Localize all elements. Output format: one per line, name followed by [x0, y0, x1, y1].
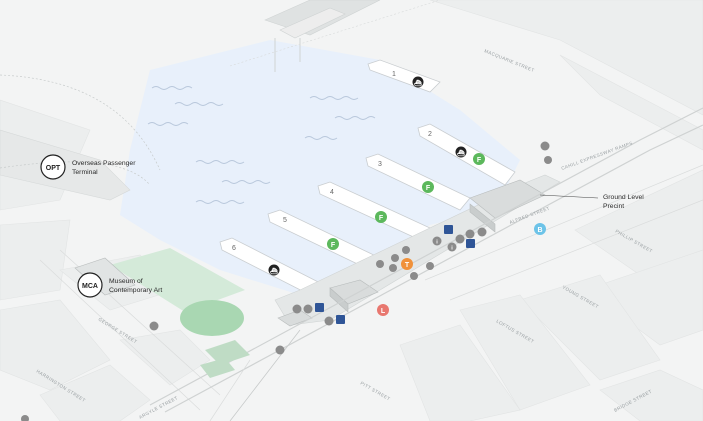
precinct-label: Ground Level Precint	[539, 194, 644, 210]
precinct-line1: Ground Level	[603, 194, 644, 201]
wharf-number-1: 1	[392, 71, 396, 78]
svg-text:F: F	[477, 157, 482, 164]
info-icon	[447, 242, 457, 252]
svg-text:⛴: ⛴	[270, 267, 278, 275]
facility-icon	[275, 345, 285, 355]
boat-icon	[455, 146, 467, 158]
info-icon	[432, 236, 442, 246]
facility-icon	[402, 246, 410, 254]
train-badge	[401, 258, 413, 270]
quay-buildings	[277, 179, 546, 327]
ferry-badge	[473, 153, 485, 165]
mca-landmark[interactable]: MCA Museum of Contemporary Art	[77, 272, 162, 298]
light-rail-badge	[377, 304, 389, 316]
svg-text:B: B	[537, 227, 542, 234]
facility-icon	[410, 272, 418, 280]
svg-text:F: F	[426, 185, 431, 192]
roads	[39, 107, 703, 421]
facility-icons: i i	[21, 141, 552, 421]
facility-icon	[391, 254, 399, 262]
precinct-line2: Precint	[603, 203, 624, 210]
mca-label-line1: Museum of	[109, 278, 143, 285]
ferry-badges[interactable]: F F F F	[327, 153, 485, 250]
svg-text:i: i	[436, 240, 438, 246]
ferry-badge	[375, 211, 387, 223]
bus-badge	[534, 223, 546, 235]
accessible-icons	[315, 225, 475, 324]
facility-icon	[540, 141, 550, 151]
street-macquarie: MACQUARIE STREET	[484, 48, 536, 73]
svg-text:⛴: ⛴	[457, 149, 465, 157]
wharf-number-4: 4	[330, 189, 334, 196]
svg-text:T: T	[405, 262, 410, 269]
facility-icon	[389, 264, 397, 272]
opt-landmark[interactable]: OPT Overseas Passenger Terminal	[40, 154, 136, 180]
rail-viaduct	[229, 0, 441, 72]
facility-icon	[303, 304, 313, 314]
opt-label-line1: Overseas Passenger	[72, 160, 136, 167]
facility-icon	[544, 156, 552, 164]
facility-icon	[292, 304, 302, 314]
street-pitt: PITT STREET	[360, 381, 392, 402]
accessible-icon	[444, 225, 453, 234]
wharf-number-2: 2	[428, 131, 432, 138]
water-waves	[147, 86, 376, 204]
mca-badge-text: MCA	[82, 283, 98, 290]
mca-badge	[77, 272, 103, 298]
facility-icon	[426, 262, 434, 270]
wharf-number-3: 3	[378, 161, 382, 168]
boat-icon	[268, 264, 280, 276]
wharf-number-6: 6	[232, 245, 236, 252]
accessible-icon	[315, 303, 324, 312]
wharves	[219, 59, 516, 301]
mca-label-line2: Contemporary Art	[109, 287, 162, 294]
svg-text:i: i	[451, 246, 453, 252]
street-george: GEORGE STREET	[97, 317, 138, 345]
facility-icon	[21, 415, 29, 421]
opt-badge-text: OPT	[46, 165, 61, 172]
facility-icon	[455, 234, 465, 244]
accessible-icon	[336, 315, 345, 324]
ferry-badge	[327, 238, 339, 250]
transit-badges[interactable]: T L B	[377, 223, 546, 316]
opt-badge	[40, 154, 66, 180]
wharf-3	[365, 153, 471, 211]
lawn-oval	[180, 300, 244, 336]
svg-text:⛴: ⛴	[414, 79, 422, 87]
wharf-2	[417, 123, 516, 186]
facility-icon	[324, 316, 334, 326]
opt-label-line2: Terminal	[72, 169, 98, 176]
facility-icon	[477, 227, 487, 237]
mca-park	[74, 248, 250, 378]
harbour-water	[120, 40, 520, 295]
svg-text:L: L	[381, 308, 386, 315]
boat-icons: ⛴ ⛴ ⛴	[268, 76, 467, 276]
wharf-numbers: 1 2 3 4 5 6	[232, 71, 432, 252]
facility-icon	[376, 260, 384, 268]
svg-text:F: F	[379, 215, 384, 222]
svg-text:F: F	[331, 242, 336, 249]
ferry-badge	[422, 181, 434, 193]
accessible-icon	[466, 239, 475, 248]
facility-icon	[465, 229, 475, 239]
boat-icon	[412, 76, 424, 88]
street-cahill: CAHILL EXPRESSWAY RAMPS	[561, 140, 634, 171]
facility-icon	[149, 321, 159, 331]
wharf-number-5: 5	[283, 217, 287, 224]
